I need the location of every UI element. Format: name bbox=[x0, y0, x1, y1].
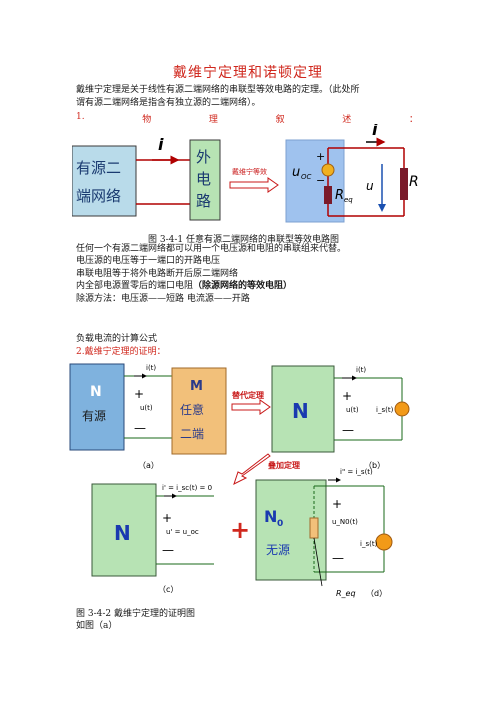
panel-a-active-label: 有源 bbox=[82, 409, 106, 423]
panel-b-plus: + bbox=[342, 389, 352, 403]
external-circuit-label-3: 路 bbox=[196, 192, 211, 210]
body-line-4-emphasis: （除源网络的等效电阻） bbox=[193, 281, 293, 291]
resistor-label-req-sub: eq bbox=[344, 196, 353, 204]
figure-thevenin-equivalent: 有源二 端网络 i 外 电 路 戴维宁等效 + − u OC R eq i u … bbox=[72, 124, 418, 223]
panel-a-n-label: N bbox=[90, 384, 102, 400]
figure-2-reference: 如图（a） bbox=[76, 621, 118, 631]
superposition-arrow-label: 叠加定理 bbox=[268, 460, 300, 470]
intro-line-2: 谓有源二端网络是指含有独立源的二端网络）。 bbox=[76, 98, 261, 108]
body-line-5: 除源方法：电压源——短路 电流源——开路 bbox=[76, 294, 250, 304]
panel-d-current-source bbox=[375, 533, 393, 551]
panel-d-n-label: N bbox=[264, 507, 277, 526]
panel-d-current-label: i" = i_s(t) bbox=[340, 468, 373, 476]
body-line-4: 内全部电源置零后的端口电阻（除源网络的等效电阻） bbox=[76, 280, 292, 292]
panel-a-current-label: i(t) bbox=[146, 364, 156, 372]
heading-char: 物 bbox=[142, 115, 152, 125]
panel-b-current-label: i(t) bbox=[356, 366, 366, 374]
body-line-2: 电压源的电压等于一端口的开路电压 bbox=[76, 256, 221, 266]
panel-a-arbitrary-two-terminal bbox=[171, 367, 227, 455]
load-label-rl: R bbox=[409, 174, 418, 190]
panel-b-minus: — bbox=[342, 423, 354, 437]
equivalent-source-box bbox=[285, 139, 345, 223]
panel-a-m-label: M bbox=[190, 379, 203, 394]
superposition-plus-sign: + bbox=[230, 516, 250, 544]
heading-physical-statement: 1. 物 理 叙 述 ： bbox=[76, 112, 418, 125]
panel-c-plus: + bbox=[162, 511, 172, 525]
panel-a-minus: — bbox=[134, 421, 146, 435]
panel-b-label: （b） bbox=[364, 461, 385, 470]
heading-char: 理 bbox=[208, 115, 218, 125]
panel-a-network-n bbox=[69, 363, 125, 451]
body-line-1: 任何一个有源二端网络都可以用一个电压源和电阻的串联组来代替。 bbox=[76, 244, 347, 254]
panel-a-two-terminal-label: 二端 bbox=[180, 427, 204, 441]
plus-sign: + bbox=[316, 150, 325, 163]
panel-d-minus: — bbox=[332, 551, 344, 565]
panel-d-plus: + bbox=[332, 497, 342, 511]
external-circuit-label-2: 电 bbox=[196, 170, 211, 188]
active-network-label-2: 端网络 bbox=[76, 187, 121, 205]
panel-c-voltage-label: u' = u_oc bbox=[166, 528, 199, 536]
substitution-arrow-label: 替代定理 bbox=[232, 390, 264, 400]
proof-heading: 2.戴维宁定理的证明： bbox=[76, 347, 166, 357]
heading-char: 叙 bbox=[275, 115, 285, 125]
figure-thevenin-proof: N 有源 i(t) + u(t) — M 任意 二端 （a） 替代定理 N i(… bbox=[69, 363, 410, 598]
substitution-arrow bbox=[231, 399, 271, 415]
panel-d-voltage-label: u_N0(t) bbox=[332, 518, 358, 526]
heading-char: 述 bbox=[342, 115, 352, 125]
superposition-arrow bbox=[233, 453, 271, 485]
external-circuit-box bbox=[189, 139, 221, 221]
panel-c-label: （c） bbox=[158, 585, 178, 594]
panel-c-network-n bbox=[91, 483, 157, 577]
panel-c-minus: — bbox=[162, 543, 174, 557]
thevenin-arrow bbox=[229, 177, 279, 193]
voltage-label-u: u bbox=[366, 179, 374, 193]
body-line-4-text: 内全部电源置零后的端口电阻 bbox=[76, 281, 194, 291]
output-current-label-i: i bbox=[372, 124, 378, 139]
load-current-formula-heading: 负载电流的计算公式 bbox=[76, 334, 158, 344]
panel-d-passive-label: 无源 bbox=[266, 543, 290, 557]
req-resistor bbox=[324, 186, 332, 204]
thevenin-arrow-label: 戴维宁等效 bbox=[232, 167, 267, 176]
panel-d-req-resistor bbox=[309, 517, 319, 539]
panel-a-plus: + bbox=[134, 387, 144, 401]
resistor-label-req: R bbox=[335, 188, 344, 203]
intro-line-1: 戴维宁定理是关于线性有源二端网络的串联型等效电路的定理。（此处所 bbox=[76, 85, 360, 95]
heading-number: 1. bbox=[76, 112, 85, 122]
panel-a-arbitrary-label: 任意 bbox=[180, 402, 204, 417]
active-network-box bbox=[72, 145, 137, 217]
panel-d-label: （d） bbox=[366, 589, 387, 598]
panel-c-current-label: i' = i_sc(t) = 0 bbox=[162, 484, 212, 492]
panel-b-network-n bbox=[271, 365, 335, 453]
panel-b-n-label: N bbox=[292, 399, 309, 423]
panel-c-n-label: N bbox=[114, 521, 131, 545]
panel-b-voltage-label: u(t) bbox=[346, 406, 359, 414]
panel-a-voltage-label: u(t) bbox=[140, 404, 153, 412]
minus-sign: − bbox=[316, 174, 325, 187]
body-line-3: 串联电阻等于将外电路断开后原二端网络 bbox=[76, 269, 239, 279]
panel-b-source-label: i_s(t) bbox=[376, 406, 394, 414]
voltage-source-symbol bbox=[321, 163, 335, 177]
panel-d-n-sub: 0 bbox=[277, 519, 283, 529]
figure-2-caption: 图 3-4-2 戴维宁定理的证明图 bbox=[76, 609, 195, 619]
page-title: 戴维宁定理和诺顿定理 bbox=[173, 65, 323, 81]
panel-b-current-source bbox=[394, 401, 410, 417]
external-circuit-label-1: 外 bbox=[196, 148, 211, 166]
panel-d-source-label: i_s(t) bbox=[360, 540, 378, 548]
voltage-label-uoc: u bbox=[292, 165, 300, 180]
voltage-label-uoc-sub: OC bbox=[301, 173, 312, 181]
heading-char: ： bbox=[408, 115, 418, 125]
figure-1-caption: 图 3-4-1 任意有源二端网络的串联型等效电路图 bbox=[148, 235, 339, 245]
load-resistor bbox=[400, 168, 408, 200]
panel-a-label: （a） bbox=[138, 461, 159, 470]
current-label-i: i bbox=[158, 135, 164, 154]
active-network-label-1: 有源二 bbox=[76, 159, 121, 177]
panel-d-req-label: R_eq bbox=[336, 589, 356, 598]
